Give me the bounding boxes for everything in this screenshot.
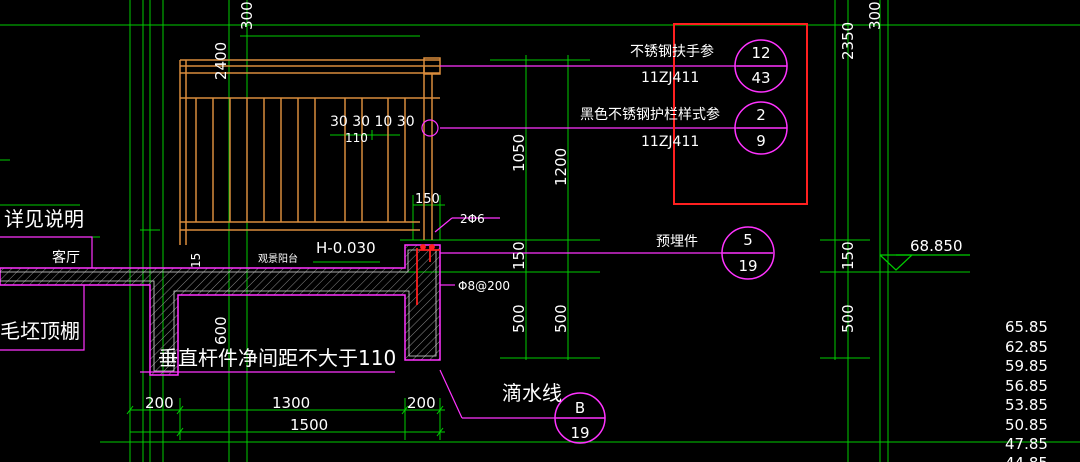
elevation-list: 65.85 62.85 59.85 56.85 53.85 50.85 47.8… (1005, 318, 1048, 462)
level-mark-value: 68.850 (910, 237, 963, 255)
dim-150-b: 150 (839, 241, 857, 270)
callout-1-bottom: 43 (751, 69, 770, 87)
ceiling-label: 毛坯顶棚 (0, 319, 80, 343)
rebar-top-label: 2Φ6 (460, 212, 485, 226)
callout-4-label: 滴水线 (502, 381, 562, 405)
dim-500-b: 500 (552, 304, 570, 333)
dim-500-c: 500 (839, 304, 857, 333)
baluster-spacing-note: 垂直杆件净间距不大于110 (158, 346, 396, 370)
railing-elevation (179, 57, 441, 245)
callout-4-top: B (575, 399, 585, 417)
callout-4-bottom: 19 (570, 424, 589, 442)
elevation-value: 62.85 (1005, 338, 1048, 356)
elevation-value: 53.85 (1005, 396, 1048, 414)
dim-200-right: 200 (407, 394, 436, 412)
callout-1-top: 12 (751, 44, 770, 62)
leader-lines (0, 65, 737, 419)
callout-2-top: 2 (756, 106, 766, 124)
dim-1300: 1300 (272, 394, 310, 412)
callout-2-label: 黑色不锈钢护栏样式参 (580, 106, 720, 123)
floor-level: H-0.030 (316, 239, 376, 257)
elevation-value: 65.85 (1005, 318, 1048, 336)
dim-150-a: 150 (510, 241, 528, 270)
dim-15: 15 (189, 253, 203, 268)
callout-1-code: 11ZJ411 (641, 70, 699, 86)
elevation-value: 47.85 (1005, 435, 1048, 453)
dim-150-top: 150 (415, 192, 440, 207)
highlight-box (673, 23, 808, 205)
dim-600: 600 (212, 316, 230, 345)
callout-circles (554, 39, 788, 444)
balcony-label: 观景阳台 (258, 252, 298, 265)
dim-2350: 2350 (839, 22, 857, 60)
detail-note: 详见说明 (4, 207, 84, 231)
dim-1500: 1500 (290, 416, 328, 434)
elevation-value: 56.85 (1005, 377, 1048, 395)
callout-2-code: 11ZJ411 (641, 134, 699, 150)
callout-2-bottom: 9 (756, 132, 766, 150)
callout-3-bottom: 19 (738, 257, 757, 275)
rebar-stirrup-label: Φ8@200 (458, 279, 510, 293)
level-marker (879, 254, 970, 271)
slab-section (0, 244, 441, 376)
dim-1200: 1200 (552, 148, 570, 186)
elevation-value: 44.85 (1005, 454, 1048, 462)
callout-3-label: 预埋件 (656, 234, 698, 250)
elevation-value: 59.85 (1005, 357, 1048, 375)
rebar (416, 244, 440, 305)
callout-3-top: 5 (743, 231, 753, 249)
dim-baluster-gap: 110 (345, 131, 368, 145)
dim-2400: 2400 (212, 42, 230, 80)
room-label-living: 客厅 (52, 249, 80, 266)
dim-1050: 1050 (510, 134, 528, 172)
dim-300-top: 300 (238, 1, 256, 30)
dim-500-a: 500 (510, 304, 528, 333)
dim-baluster: 30 30 10 30 (330, 114, 415, 130)
elevation-value: 50.85 (1005, 416, 1048, 434)
dim-300-top-right: 300 (866, 1, 884, 30)
dim-200-left: 200 (145, 394, 174, 412)
callout-1-label: 不锈钢扶手参 (630, 43, 714, 60)
